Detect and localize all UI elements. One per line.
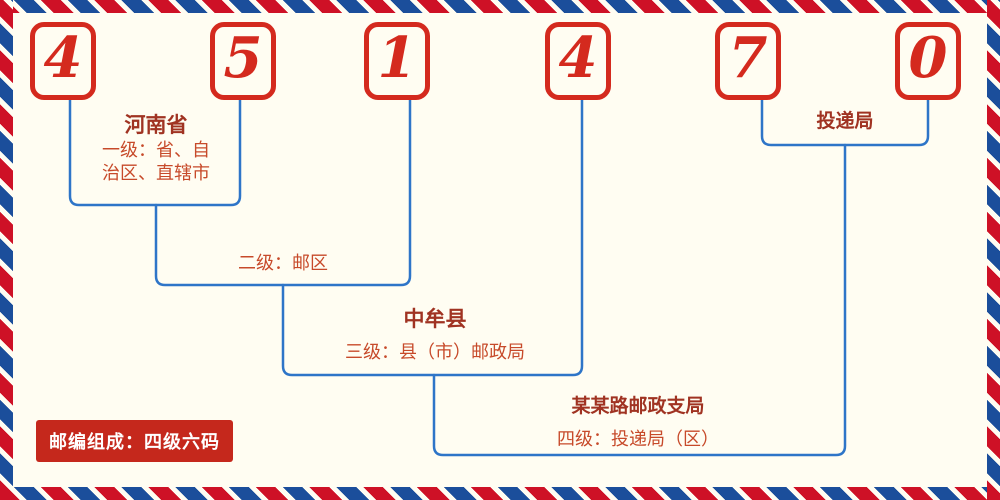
airmail-border-bottom: [0, 487, 1000, 500]
level1-label-group: 河南省 一级：省、自 治区、直辖市: [102, 112, 210, 185]
digit-box-6: 0: [895, 22, 961, 100]
composition-badge: 邮编组成：四级六码: [36, 420, 233, 462]
airmail-border-right: [987, 0, 1000, 500]
level1-description-line1: 一级：省、自: [102, 140, 210, 161]
province-name-label: 河南省: [124, 113, 188, 137]
postal-digit-5: 7: [728, 25, 768, 91]
level3-description: 三级：县（市）邮政局: [345, 342, 525, 363]
airmail-border-top: [0, 0, 1000, 13]
delivery-office-label: 投递局: [816, 110, 874, 132]
postal-digit-6: 0: [908, 25, 948, 91]
digit-box-4: 4: [545, 22, 611, 100]
level4-description: 四级：投递局（区）: [557, 429, 719, 450]
level4-label-group: 某某路邮政支局 四级：投递局（区）: [557, 394, 719, 451]
county-name-label: 中牟县: [403, 307, 467, 331]
digit-box-2: 5: [210, 22, 276, 100]
level3-label-group: 中牟县 三级：县（市）邮政局: [345, 306, 525, 364]
level1-description-line2: 治区、直辖市: [102, 163, 210, 184]
digit-box-1: 4: [30, 22, 96, 100]
postal-digit-1: 4: [43, 25, 83, 91]
airmail-border-left: [0, 0, 13, 500]
postal-digit-4: 4: [558, 25, 598, 91]
level2-description: 二级：邮区: [238, 253, 328, 274]
postal-digit-3: 1: [377, 25, 417, 91]
digit-box-3: 1: [364, 22, 430, 100]
digit-box-5: 7: [715, 22, 781, 100]
postal-digit-2: 5: [223, 25, 263, 91]
branch-name-label: 某某路邮政支局: [571, 395, 705, 417]
